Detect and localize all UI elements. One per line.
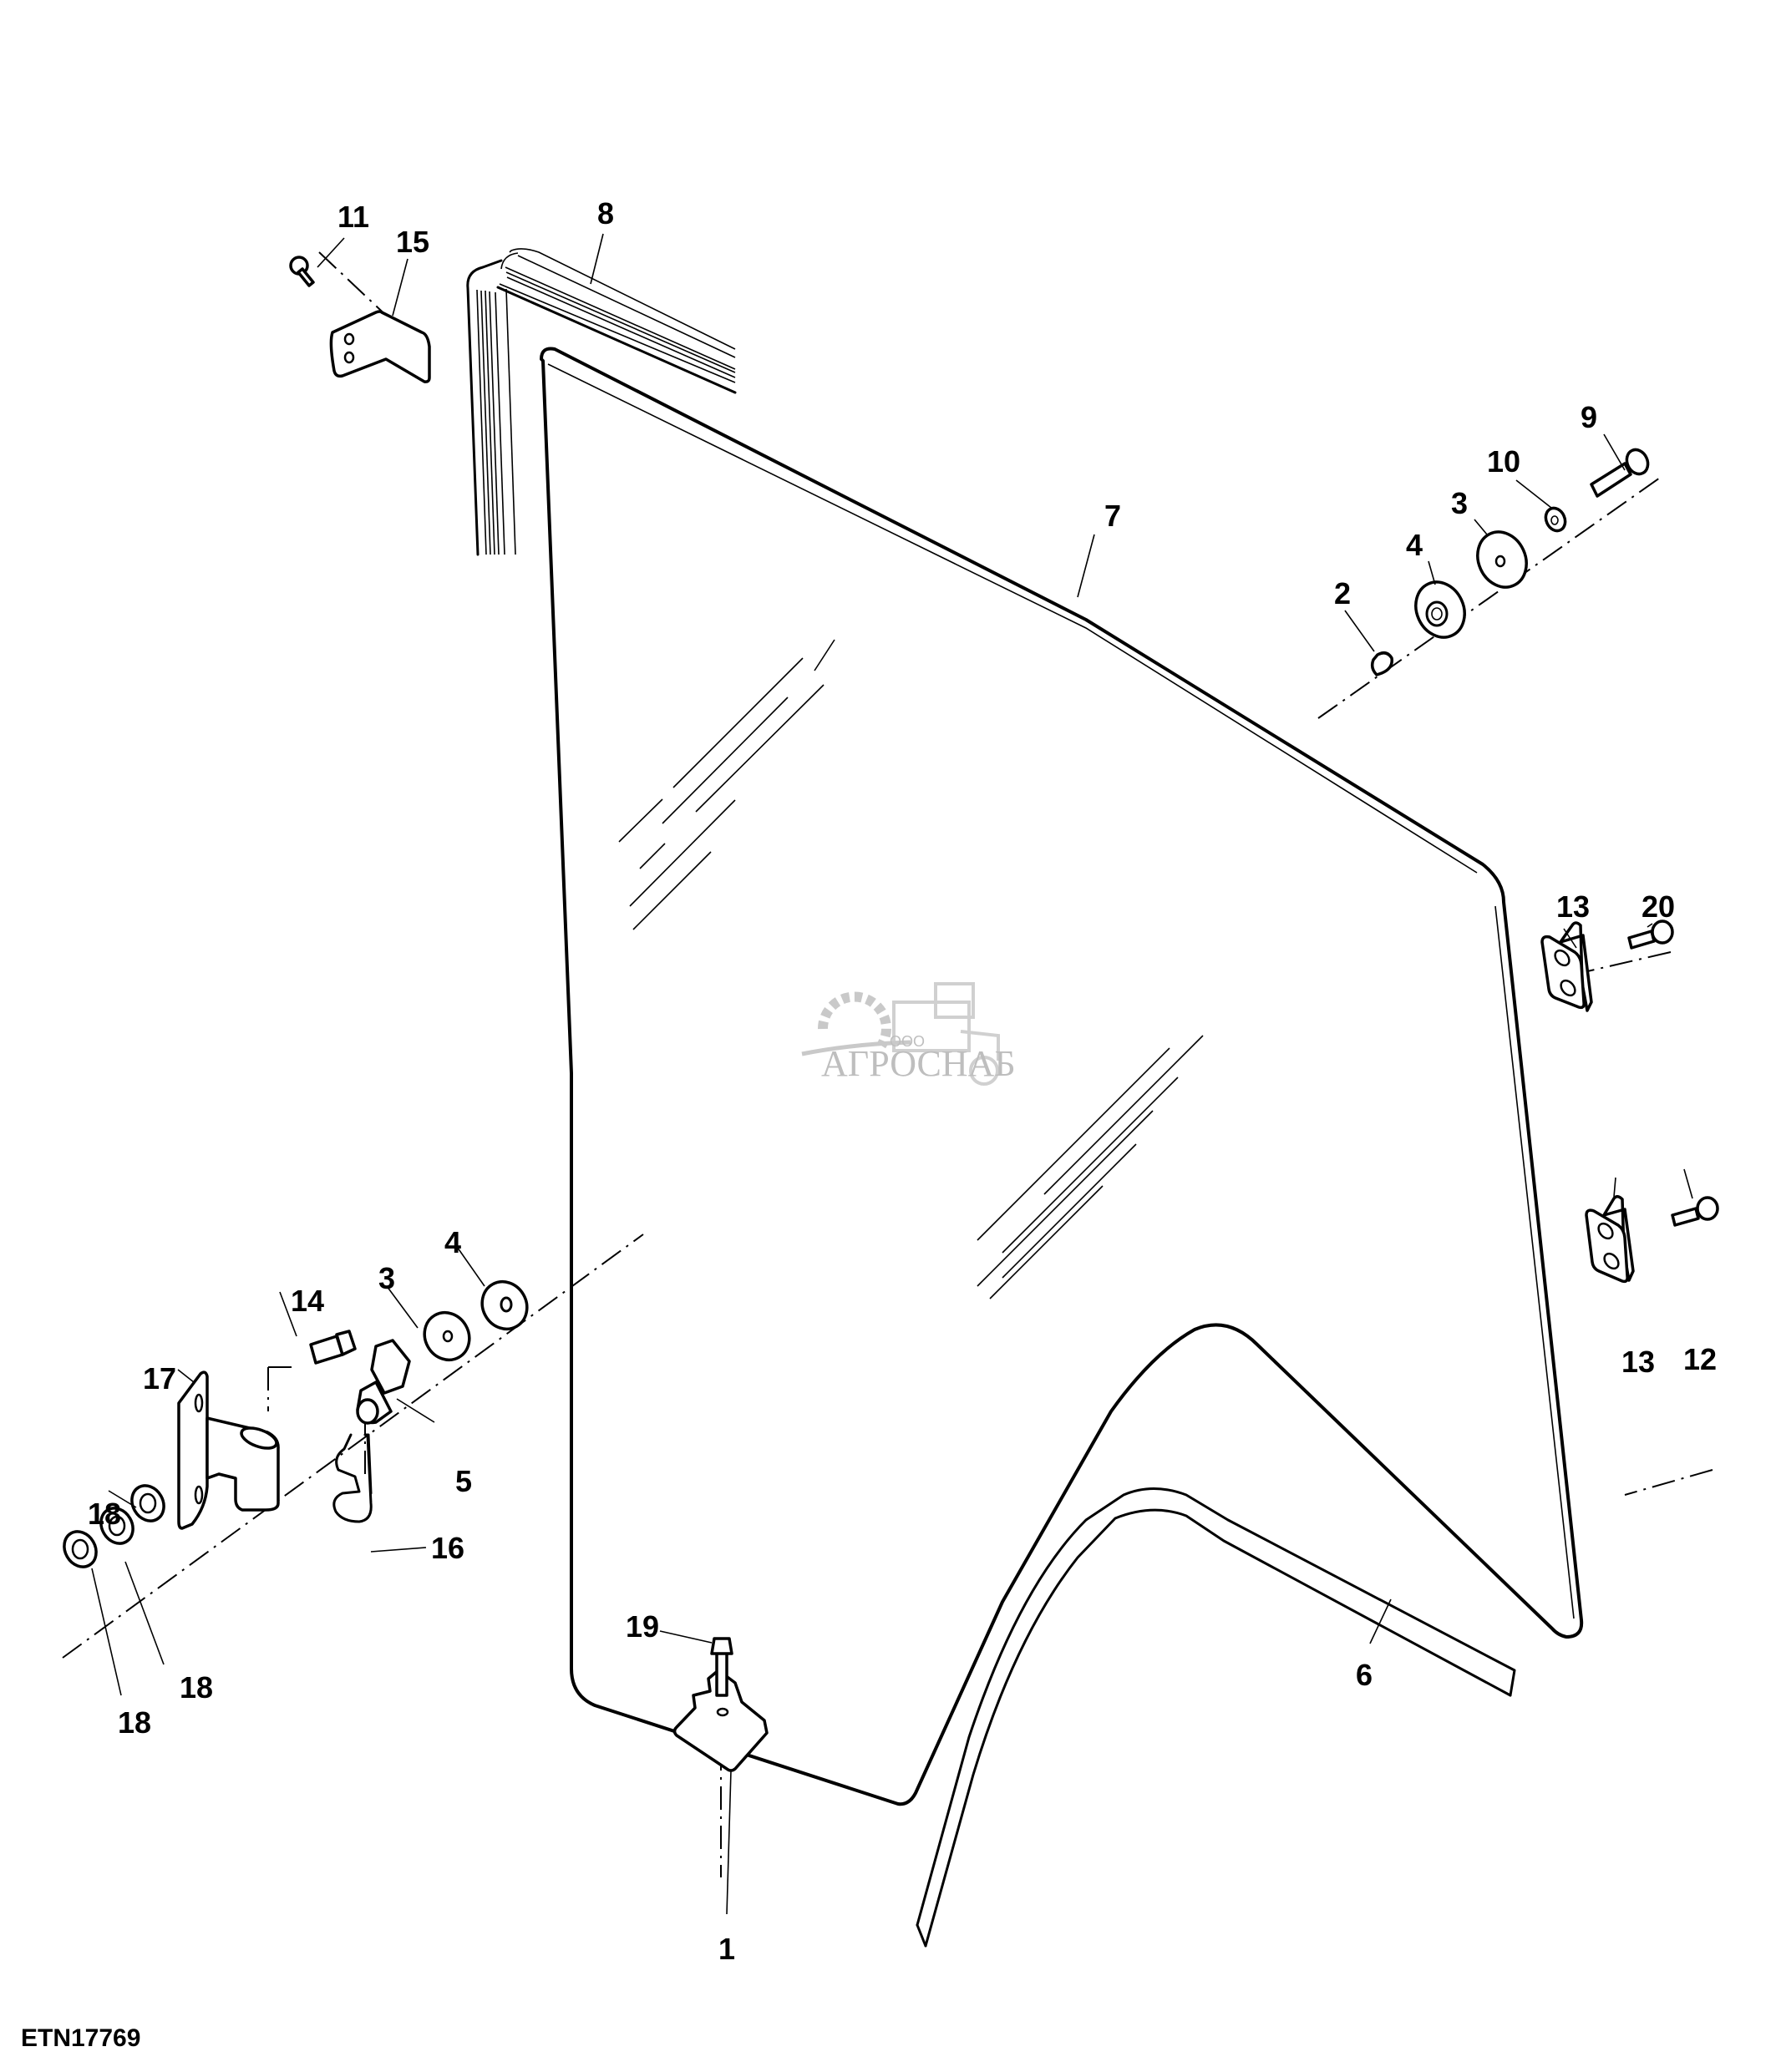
gear-icon (817, 991, 891, 1049)
cap-screw-19 (710, 1637, 733, 1697)
grommet-washer-4-left (480, 1279, 529, 1331)
bushing-2 (1370, 651, 1393, 676)
callout-18-c: 18 (118, 1705, 151, 1740)
leader-lines (91, 233, 1693, 1915)
callout-7: 7 (1104, 499, 1121, 533)
screw-9 (1590, 448, 1650, 498)
latch-bracket-13-upper (1540, 921, 1593, 1012)
grommet-washer-4-right (1414, 580, 1466, 639)
upper-bracket (329, 310, 431, 383)
callout-1: 1 (718, 1932, 735, 1966)
screw-12 (1671, 1196, 1719, 1227)
callout-14: 14 (291, 1284, 324, 1318)
callout-13-lower: 13 (1621, 1345, 1655, 1379)
callout-17: 17 (143, 1361, 176, 1396)
callout-4-left: 4 (444, 1225, 461, 1259)
callout-3-right: 3 (1451, 486, 1468, 520)
glass-reflection-lines (618, 639, 1204, 1299)
upper-glass-seal (466, 248, 737, 556)
callout-15: 15 (396, 225, 429, 259)
assembly-axes (62, 251, 1713, 1877)
lower-seal-strip (916, 1487, 1516, 1948)
callout-9: 9 (1581, 400, 1597, 434)
callout-5: 5 (455, 1464, 472, 1498)
callout-10: 10 (1487, 444, 1520, 479)
watermark-prefix: ООО (890, 1033, 925, 1050)
callout-4-right: 4 (1406, 528, 1423, 562)
hinge-pin-5 (356, 1339, 411, 1425)
latch-bracket-13-lower (1585, 1195, 1635, 1284)
washer-3-right (1476, 530, 1528, 589)
cap-screw-11 (289, 256, 315, 287)
callout-6: 6 (1356, 1658, 1373, 1692)
watermark-swoosh (801, 1040, 911, 1056)
hinge-17 (177, 1370, 280, 1530)
spring-clip-16 (332, 1433, 373, 1523)
watermark: ООО АГРОСНАБ (801, 982, 1016, 1086)
callout-16: 16 (431, 1531, 464, 1565)
callout-18-a: 18 (88, 1497, 121, 1531)
callout-labels: 11 15 8 9 10 3 4 2 7 13 20 13 12 14 3 4 … (88, 196, 1717, 1966)
watermark-brand: АГРОСНАБ (821, 1043, 1016, 1084)
callout-18-b: 18 (180, 1670, 213, 1705)
washer-3-left (423, 1310, 471, 1362)
figure-id: ETN17769 (21, 2024, 140, 2052)
callout-12: 12 (1683, 1342, 1717, 1376)
callout-11: 11 (337, 200, 369, 234)
callout-13-upper: 13 (1556, 889, 1590, 924)
combine-harvester-icon (892, 982, 1000, 1086)
callout-2: 2 (1334, 576, 1351, 610)
callout-20: 20 (1642, 889, 1675, 924)
washer-10 (1544, 506, 1567, 533)
callout-8: 8 (597, 196, 614, 231)
cap-screw-14 (309, 1330, 357, 1365)
lower-bracket-1 (672, 1669, 769, 1772)
door-glass (540, 347, 1584, 1806)
callout-3-left: 3 (378, 1261, 395, 1295)
callout-19: 19 (626, 1609, 659, 1644)
screw-20 (1627, 919, 1674, 950)
washers-18 (63, 1484, 165, 1568)
